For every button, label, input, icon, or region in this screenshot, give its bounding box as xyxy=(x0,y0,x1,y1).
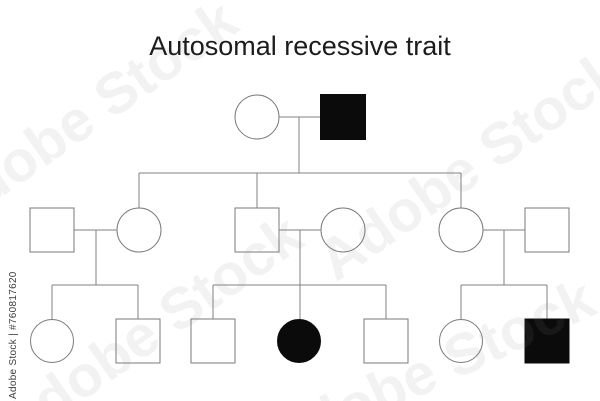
individual-III-5 xyxy=(363,318,409,364)
individual-III-6 xyxy=(439,319,483,363)
individual-I-1 xyxy=(234,94,280,140)
individual-III-2 xyxy=(115,318,161,364)
individual-II-3 xyxy=(234,207,280,253)
individual-III-7-affected xyxy=(524,318,570,364)
individual-II-1 xyxy=(29,207,75,253)
stock-id-watermark: Adobe Stock | #760817620 xyxy=(8,271,19,399)
individual-III-1 xyxy=(30,319,74,363)
individual-II-2 xyxy=(116,207,162,253)
individual-I-2-affected xyxy=(320,94,366,140)
individual-III-3 xyxy=(190,318,236,364)
individual-II-6 xyxy=(524,207,570,253)
individual-II-4 xyxy=(320,207,366,253)
page-title: Autosomal recessive trait xyxy=(149,31,451,61)
individual-II-5 xyxy=(438,207,484,253)
individual-III-4-affected xyxy=(277,319,321,363)
